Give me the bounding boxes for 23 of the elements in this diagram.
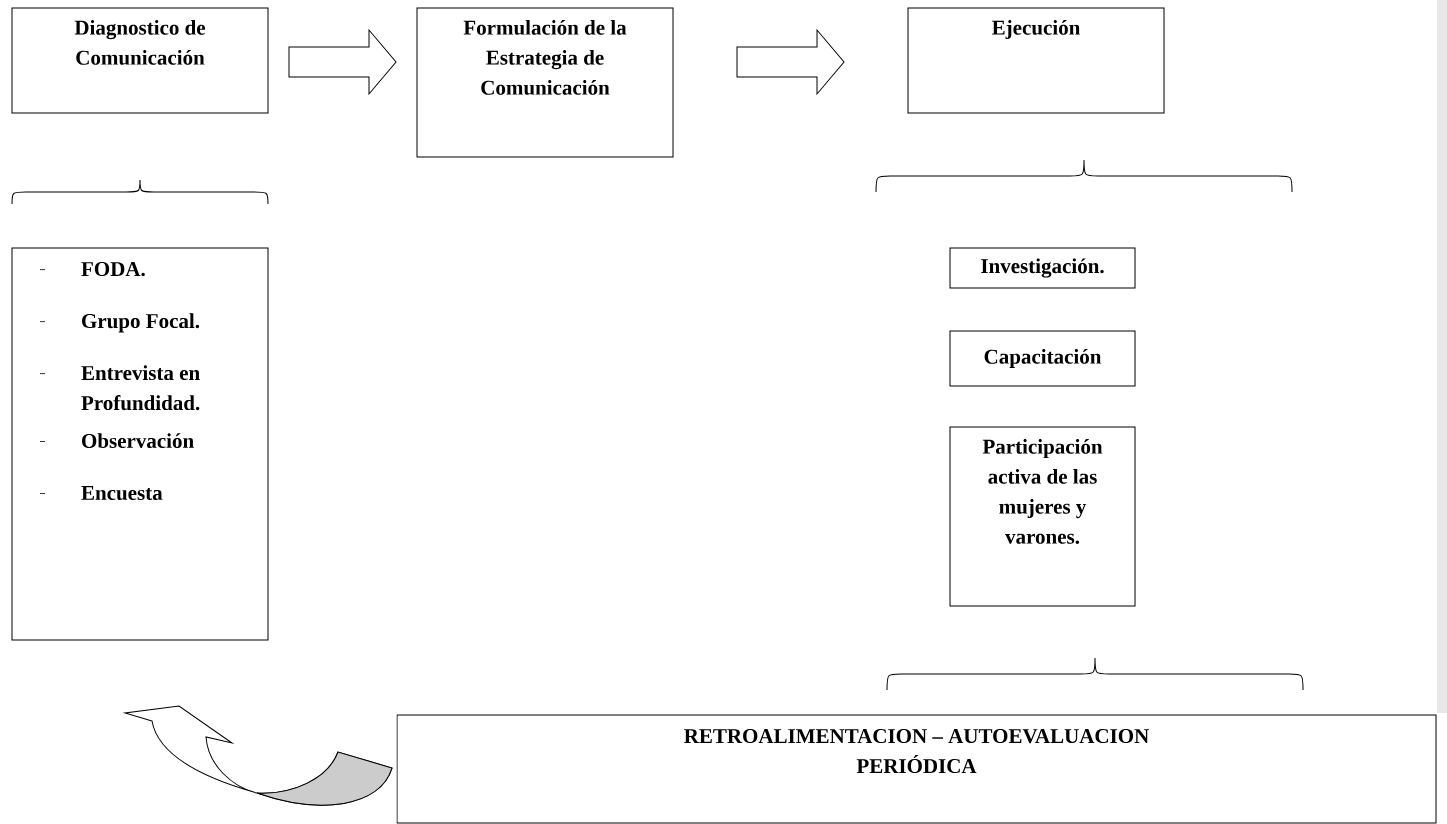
- activity-box: [949, 247, 1136, 289]
- list-item: Observación: [82, 433, 194, 448]
- process-box: [416, 7, 674, 158]
- box-text: Capacitación: [984, 349, 1102, 369]
- box-text: Participación activa de las mujeres y varones.: [982, 439, 1103, 544]
- list-item: FODA.: [81, 262, 145, 277]
- curved-arrow: [124, 705, 393, 806]
- list-box: [11, 247, 269, 641]
- list-item: Encuesta: [81, 486, 163, 501]
- list-item: Grupo Focal.: [82, 313, 200, 333]
- process-box: [907, 7, 1165, 114]
- feedback-box: [396, 714, 1437, 824]
- process-box: [11, 7, 269, 114]
- box-text: RETROALIMENTACION – AUTOEVALUACION PERIÓDICA: [684, 729, 1149, 774]
- list-item: Entrevista en Profundidad.: [81, 365, 200, 411]
- block-arrow: [736, 29, 845, 95]
- block-arrow: [288, 29, 397, 95]
- box-text: Formulación de la Estrategia de Comunicación: [463, 20, 627, 95]
- activity-box: [949, 426, 1136, 607]
- activity-box: [949, 330, 1136, 387]
- box-text: Diagnostico de Comunicación: [74, 20, 206, 65]
- box-text: Investigación.: [981, 258, 1104, 278]
- box-text: Ejecución: [992, 20, 1081, 40]
